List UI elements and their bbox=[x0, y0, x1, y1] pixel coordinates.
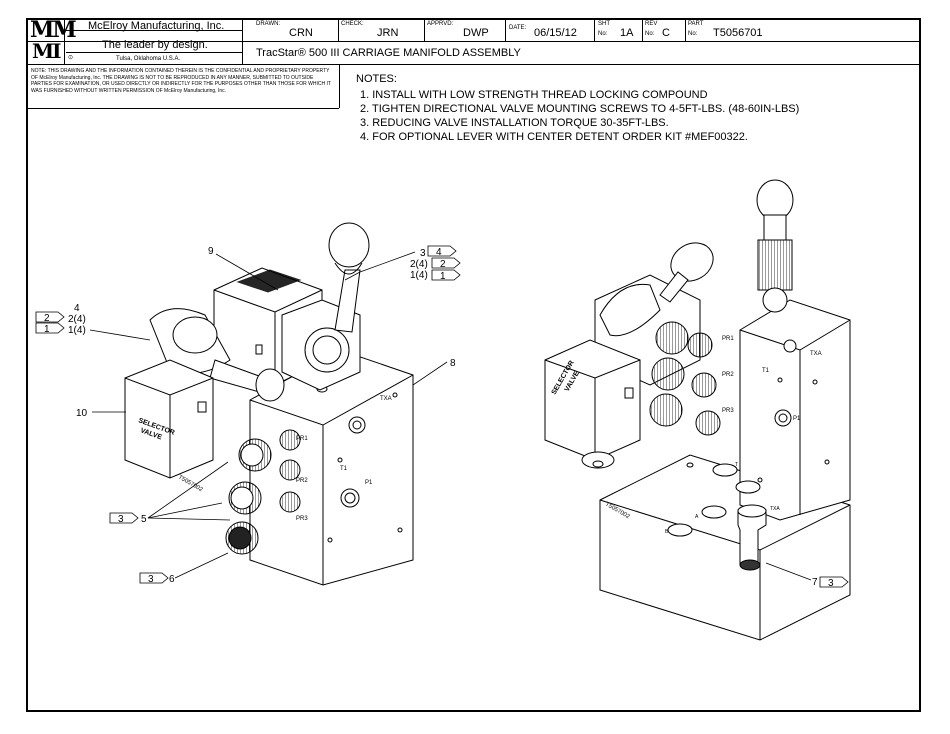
date-label: DATE: bbox=[509, 25, 527, 31]
check-value: JRN bbox=[377, 27, 399, 39]
svg-text:T1: T1 bbox=[762, 368, 770, 374]
company-location: Tulsa, Oklahoma U.S.A. bbox=[116, 56, 181, 62]
callout-leaders bbox=[89, 251, 812, 581]
right-manifold-assembly: SELECTOR VALVE PR1 PR2 PR3 TXA T1 P1 T A… bbox=[544, 179, 851, 641]
company-slogan: The leader by design. bbox=[102, 39, 208, 51]
svg-text:PR2: PR2 bbox=[722, 372, 734, 378]
note-box-bottom bbox=[27, 108, 339, 109]
right-manifold-block-upper bbox=[739, 299, 851, 521]
callout-1-4-right: 1(4) bbox=[410, 270, 428, 281]
left-selector-valve bbox=[124, 359, 214, 479]
sht-divider bbox=[642, 18, 643, 42]
svg-text:PR3: PR3 bbox=[296, 516, 308, 522]
flag-3-a: 3 bbox=[118, 514, 124, 525]
left-manifold-assembly: SELECTOR VALVE PR1 PR2 PR3 TXA T1 P1 T50… bbox=[124, 222, 414, 586]
note-item-3: 3. REDUCING VALVE INSTALLATION TORQUE 30… bbox=[360, 117, 669, 129]
callout-8: 8 bbox=[450, 358, 456, 369]
right-lever-knob-angled bbox=[670, 242, 714, 282]
callout-4-left: 4 bbox=[74, 303, 80, 314]
svg-text:TXA: TXA bbox=[380, 396, 392, 402]
company-logo-top: MM bbox=[30, 17, 77, 43]
drawing-sheet bbox=[26, 18, 921, 712]
check-label: CHECK: bbox=[341, 21, 364, 27]
note-item-1: 1. INSTALL WITH LOW STRENGTH THREAD LOCK… bbox=[360, 89, 708, 101]
flag-1: 1 bbox=[440, 271, 446, 282]
callout-3-right: 3 bbox=[420, 248, 426, 259]
sht-no-label: No: bbox=[598, 31, 608, 37]
drawing-title: TracStar® 500 III CARRIAGE MANIFOLD ASSE… bbox=[256, 47, 521, 59]
notes-heading: NOTES: bbox=[356, 73, 397, 85]
left-lever-shaft bbox=[334, 269, 361, 333]
flag-4: 4 bbox=[436, 247, 442, 258]
right-reducing-valves bbox=[649, 321, 721, 436]
left-lever-knob bbox=[328, 222, 370, 268]
drawn-label: DRAWN: bbox=[256, 21, 281, 27]
svg-text:PR2: PR2 bbox=[296, 478, 308, 484]
company-divider-2 bbox=[66, 52, 242, 53]
apprvd-value: DWP bbox=[463, 27, 489, 39]
apprvd-divider bbox=[505, 18, 506, 42]
left-valve-indicator bbox=[255, 344, 263, 355]
note-box-right bbox=[339, 64, 340, 108]
company-divider-1 bbox=[66, 30, 242, 31]
rev-label: REV bbox=[645, 21, 658, 27]
date-divider bbox=[594, 18, 595, 42]
callout-7: 7 bbox=[812, 577, 818, 588]
sht-value: 1A bbox=[620, 27, 634, 39]
registered-icon: ⊙ bbox=[68, 55, 74, 61]
confidential-note: NOTE: THIS DRAWING AND THE INFORMATION C… bbox=[31, 68, 331, 94]
right-selector-valve bbox=[544, 339, 641, 461]
flag-1-left: 1 bbox=[44, 324, 50, 335]
callout-9: 9 bbox=[208, 246, 214, 257]
note-item-4: 4. FOR OPTIONAL LEVER WITH CENTER DETENT… bbox=[360, 131, 748, 143]
title-block-divider bbox=[27, 41, 920, 42]
date-value: 06/15/12 bbox=[534, 27, 577, 39]
rev-no-label: No: bbox=[645, 31, 655, 37]
flag-2: 2 bbox=[440, 259, 446, 270]
logo-divider bbox=[64, 18, 65, 64]
svg-text:TXA: TXA bbox=[810, 351, 822, 357]
svg-text:TXA: TXA bbox=[770, 506, 780, 512]
rev-divider bbox=[685, 18, 686, 42]
right-lever-knob-upright bbox=[756, 179, 794, 221]
callout-2-4-left: 2(4) bbox=[68, 314, 86, 325]
note-item-2: 2. TIGHTEN DIRECTIONAL VALVE MOUNTING SC… bbox=[360, 103, 800, 115]
flag-2-left: 2 bbox=[44, 313, 50, 324]
rev-value: C bbox=[662, 27, 670, 39]
left-elbow-knob bbox=[255, 368, 285, 402]
part-label: PART bbox=[688, 21, 704, 27]
svg-text:PR1: PR1 bbox=[296, 436, 308, 442]
callout-2-4-right: 2(4) bbox=[410, 259, 428, 270]
svg-text:P1: P1 bbox=[365, 480, 373, 486]
callout-1-4-left: 1(4) bbox=[68, 325, 86, 336]
left-reducing-valves bbox=[225, 429, 301, 555]
company-block-divider bbox=[242, 18, 243, 64]
svg-text:PR1: PR1 bbox=[722, 336, 734, 342]
flag-3-b: 3 bbox=[148, 574, 154, 585]
flag-3-c: 3 bbox=[828, 578, 834, 589]
part-value: T5056701 bbox=[713, 27, 763, 39]
svg-text:A: A bbox=[695, 514, 699, 520]
sht-label: SHT bbox=[598, 21, 610, 27]
check-divider bbox=[424, 18, 425, 42]
company-name: McElroy Manufacturing, Inc. bbox=[88, 20, 225, 32]
callout-5: 5 bbox=[141, 514, 147, 525]
svg-text:PR3: PR3 bbox=[722, 408, 734, 414]
callout-10: 10 bbox=[76, 408, 88, 419]
company-logo-bottom: MI bbox=[32, 39, 61, 63]
drawn-divider bbox=[338, 18, 339, 42]
svg-text:P1: P1 bbox=[793, 416, 801, 422]
apprvd-label: APPRVD: bbox=[427, 21, 454, 27]
title-block-bottom-line bbox=[27, 64, 920, 65]
svg-text:T1: T1 bbox=[340, 466, 348, 472]
drawn-value: CRN bbox=[289, 27, 313, 39]
callout-6: 6 bbox=[169, 574, 175, 585]
svg-text:B: B bbox=[665, 529, 669, 535]
left-valve-nameplate bbox=[236, 269, 302, 293]
svg-text:T: T bbox=[735, 462, 738, 468]
part-no-label: No: bbox=[688, 31, 698, 37]
svg-text:T5057002: T5057002 bbox=[177, 475, 204, 494]
note-flags bbox=[35, 245, 849, 588]
